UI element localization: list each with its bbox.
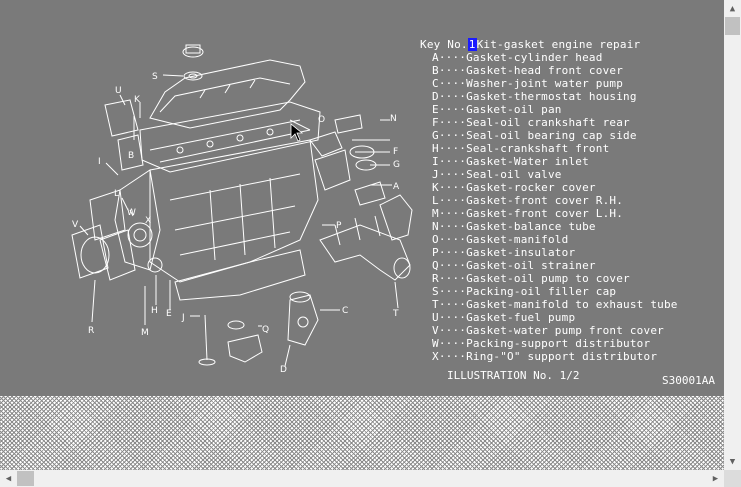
legend-item: X····Ring-"O" support distributor: [432, 350, 658, 363]
callout-label: D: [280, 365, 287, 375]
scrollbar-corner: [724, 470, 741, 487]
legend-item: F····Seal-oil crankshaft rear: [432, 116, 630, 129]
scroll-down-button[interactable]: ▼: [724, 453, 741, 470]
callout-label: I: [98, 157, 101, 167]
legend-item: W····Packing-support distributor: [432, 337, 651, 350]
engine-exploded-diagram: S U K I B LWX V R M HEJ Q D C T P FG O N A: [71, 44, 413, 375]
legend-item: T····Gasket-manifold to exhaust tube: [432, 298, 678, 311]
legend-item: G····Seal-oil bearing cap side: [432, 129, 637, 142]
vertical-scroll-thumb[interactable]: [725, 17, 740, 35]
callout-label: P: [336, 221, 342, 231]
callout-label: Q: [262, 325, 269, 335]
legend-item: O····Gasket-manifold: [432, 233, 569, 246]
legend-item: E····Gasket-oil pan: [432, 103, 562, 116]
callout-label: N: [390, 114, 397, 124]
legend-item: H····Seal-crankshaft front: [432, 142, 610, 155]
legend-item: M····Gasket-front cover L.H.: [432, 207, 624, 220]
callout-label: O: [318, 115, 325, 125]
vertical-scrollbar[interactable]: ▲ ▼: [724, 0, 741, 470]
callout-label: U: [115, 86, 122, 96]
legend-title: Key No.1Kit-gasket engine repair: [420, 38, 720, 51]
legend-item: K····Gasket-rocker cover: [432, 181, 596, 194]
scroll-up-button[interactable]: ▲: [724, 0, 741, 17]
legend-item: U····Gasket-fuel pump: [432, 311, 576, 324]
legend-item: N····Gasket-balance tube: [432, 220, 596, 233]
callout-label: V: [72, 220, 79, 230]
callout-label: X: [145, 216, 151, 226]
callout-label: R: [88, 326, 94, 336]
legend-item: V····Gasket-water pump front cover: [432, 324, 664, 337]
callout-label: E: [166, 309, 172, 319]
down-arrow-icon: ▼: [729, 456, 736, 467]
legend-item: L····Gasket-front cover R.H.: [432, 194, 624, 207]
callout-label: W: [127, 208, 136, 218]
callout-label: L: [114, 189, 119, 199]
callout-label: G: [393, 160, 400, 170]
legend-title-text: Kit-gasket engine repair: [476, 38, 641, 51]
callout-label: S: [152, 72, 158, 82]
legend-item: Q····Gasket-oil strainer: [432, 259, 596, 272]
callout-label: M: [141, 328, 149, 338]
horizontal-scroll-thumb[interactable]: [17, 471, 34, 486]
legend-item: R····Gasket-oil pump to cover: [432, 272, 630, 285]
up-arrow-icon: ▲: [729, 3, 736, 14]
callout-label: C: [342, 306, 348, 316]
scroll-left-button[interactable]: ◀: [0, 470, 17, 487]
legend-item: P····Gasket-insulator: [432, 246, 576, 259]
legend-item: C····Washer-joint water pump: [432, 77, 624, 90]
callout-label: K: [134, 95, 141, 105]
callout-label: B: [128, 151, 134, 161]
callout-label: J: [181, 313, 185, 323]
illustration-reference-code: S30001AA: [662, 374, 715, 387]
callout-label: H: [151, 306, 158, 316]
left-arrow-icon: ◀: [5, 473, 12, 484]
scroll-right-button[interactable]: ▶: [707, 470, 724, 487]
legend-title-cursor: 1: [467, 38, 477, 51]
illustration-caption: ILLUSTRATION No. 1/2: [447, 369, 580, 382]
legend-item: I····Gasket-Water inlet: [432, 155, 589, 168]
parts-legend: Key No.1Kit-gasket engine repair A····Ga…: [420, 38, 720, 363]
legend-item: S····Packing-oil filler cap: [432, 285, 617, 298]
callout-label: T: [392, 309, 399, 319]
right-arrow-icon: ▶: [712, 473, 719, 484]
callout-label: F: [393, 147, 398, 157]
legend-item: B····Gasket-head front cover: [432, 64, 624, 77]
callout-label: A: [393, 182, 400, 192]
legend-title-prefix: Key No.: [420, 38, 468, 51]
legend-item: A····Gasket-cylinder head: [432, 51, 603, 64]
legend-item: J····Seal-oil valve: [432, 168, 562, 181]
horizontal-scrollbar[interactable]: ◀ ▶: [0, 470, 724, 487]
legend-item: D····Gasket-thermostat housing: [432, 90, 637, 103]
mouse-pointer-icon: [290, 123, 304, 142]
